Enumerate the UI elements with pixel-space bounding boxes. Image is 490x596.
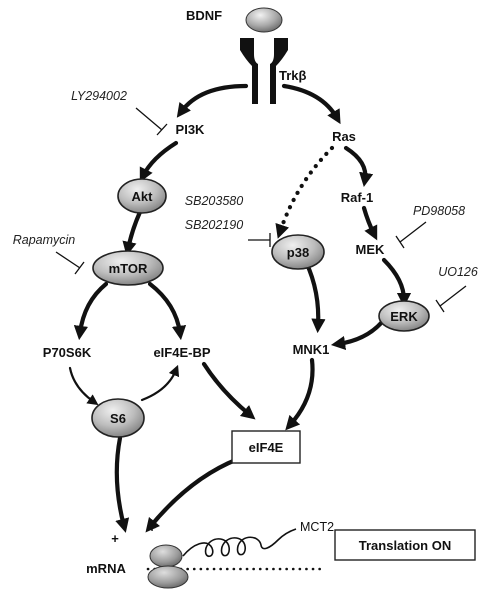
mnk1-label: MNK1 (293, 342, 330, 357)
ly294002-label: LY294002 (71, 89, 127, 103)
pathway-arrows (68, 83, 412, 533)
sb202190-label: SB202190 (185, 218, 243, 232)
plus-left: + (111, 531, 119, 546)
arrow-trk-ras (281, 83, 341, 125)
plus-right: + (148, 520, 156, 535)
p70s6k-label: P70S6K (43, 345, 92, 360)
mtor-label: mTOR (109, 261, 148, 276)
arrow-raf1-mek (361, 205, 378, 241)
mrna-label: mRNA (86, 561, 126, 576)
arrow-ras-raf1 (343, 145, 374, 188)
inhibit-sb (248, 233, 271, 247)
translation-status-box (334, 529, 476, 561)
arrow-eif4e-mrna (145, 456, 241, 533)
arrow-mek-erk (381, 257, 412, 308)
inhibit-ly294002 (135, 107, 168, 136)
nascent-peptide-coil (182, 528, 297, 558)
bdnf-ligand-shape (245, 7, 283, 33)
ribosome-small-subunit (147, 565, 189, 589)
trk-receptor-icon (240, 38, 288, 104)
arrow-s6-mrna (114, 435, 130, 533)
s6-node (91, 398, 145, 438)
mct2-label: MCT2 (300, 520, 334, 534)
pd98058-label: PD98058 (413, 204, 465, 218)
arrow-ras-p38 (275, 145, 335, 239)
arrow-pi3k-akt (139, 140, 179, 183)
arrow-erk-mnk1 (330, 319, 385, 351)
uo126-label: UO126 (438, 265, 478, 279)
eif4ebp-label: eIF4E-BP (153, 345, 210, 360)
eif4e-label: eIF4E (249, 440, 284, 455)
arrow-eif4ebp-eif4e (201, 361, 256, 420)
mtor-node (92, 250, 164, 286)
arrow-mnk1-eif4e (285, 357, 315, 431)
pi3k-label: PI3K (176, 122, 206, 137)
ras-label: Ras (332, 129, 356, 144)
eif4e-box (231, 430, 301, 464)
s6-label: S6 (110, 411, 126, 426)
p38-node (271, 234, 325, 270)
ribosome-large-subunit (149, 544, 183, 568)
erk-node (378, 300, 430, 332)
inhibit-pd98058 (395, 221, 427, 249)
receptor-label: Trkβ (279, 68, 307, 83)
translation-status-label: Translation ON (359, 538, 451, 553)
bdnf-label: BDNF (186, 8, 222, 23)
akt-node (117, 178, 167, 214)
raf1-label: Raf-1 (341, 190, 374, 205)
inhibit-uo126 (435, 285, 467, 313)
rapamycin-label: Rapamycin (13, 233, 76, 247)
arrow-mtor-eif4ebp (147, 281, 187, 341)
arrow-mtor-p70s6k (73, 281, 109, 341)
erk-label: ERK (390, 309, 418, 324)
arrow-akt-mtor (122, 209, 143, 256)
mek-label: MEK (356, 242, 386, 257)
inhibition-lines (55, 107, 467, 313)
akt-label: Akt (132, 189, 154, 204)
arrow-p70s6k-s6 (68, 366, 99, 406)
p38-label: p38 (287, 245, 309, 260)
arrow-trk-pi3k (176, 83, 249, 118)
arrow-p38-mnk1 (303, 259, 326, 334)
sb203580-label: SB203580 (185, 194, 243, 208)
inhibit-rapamycin (55, 251, 85, 275)
arrow-s6-eif4ebp (140, 364, 180, 402)
